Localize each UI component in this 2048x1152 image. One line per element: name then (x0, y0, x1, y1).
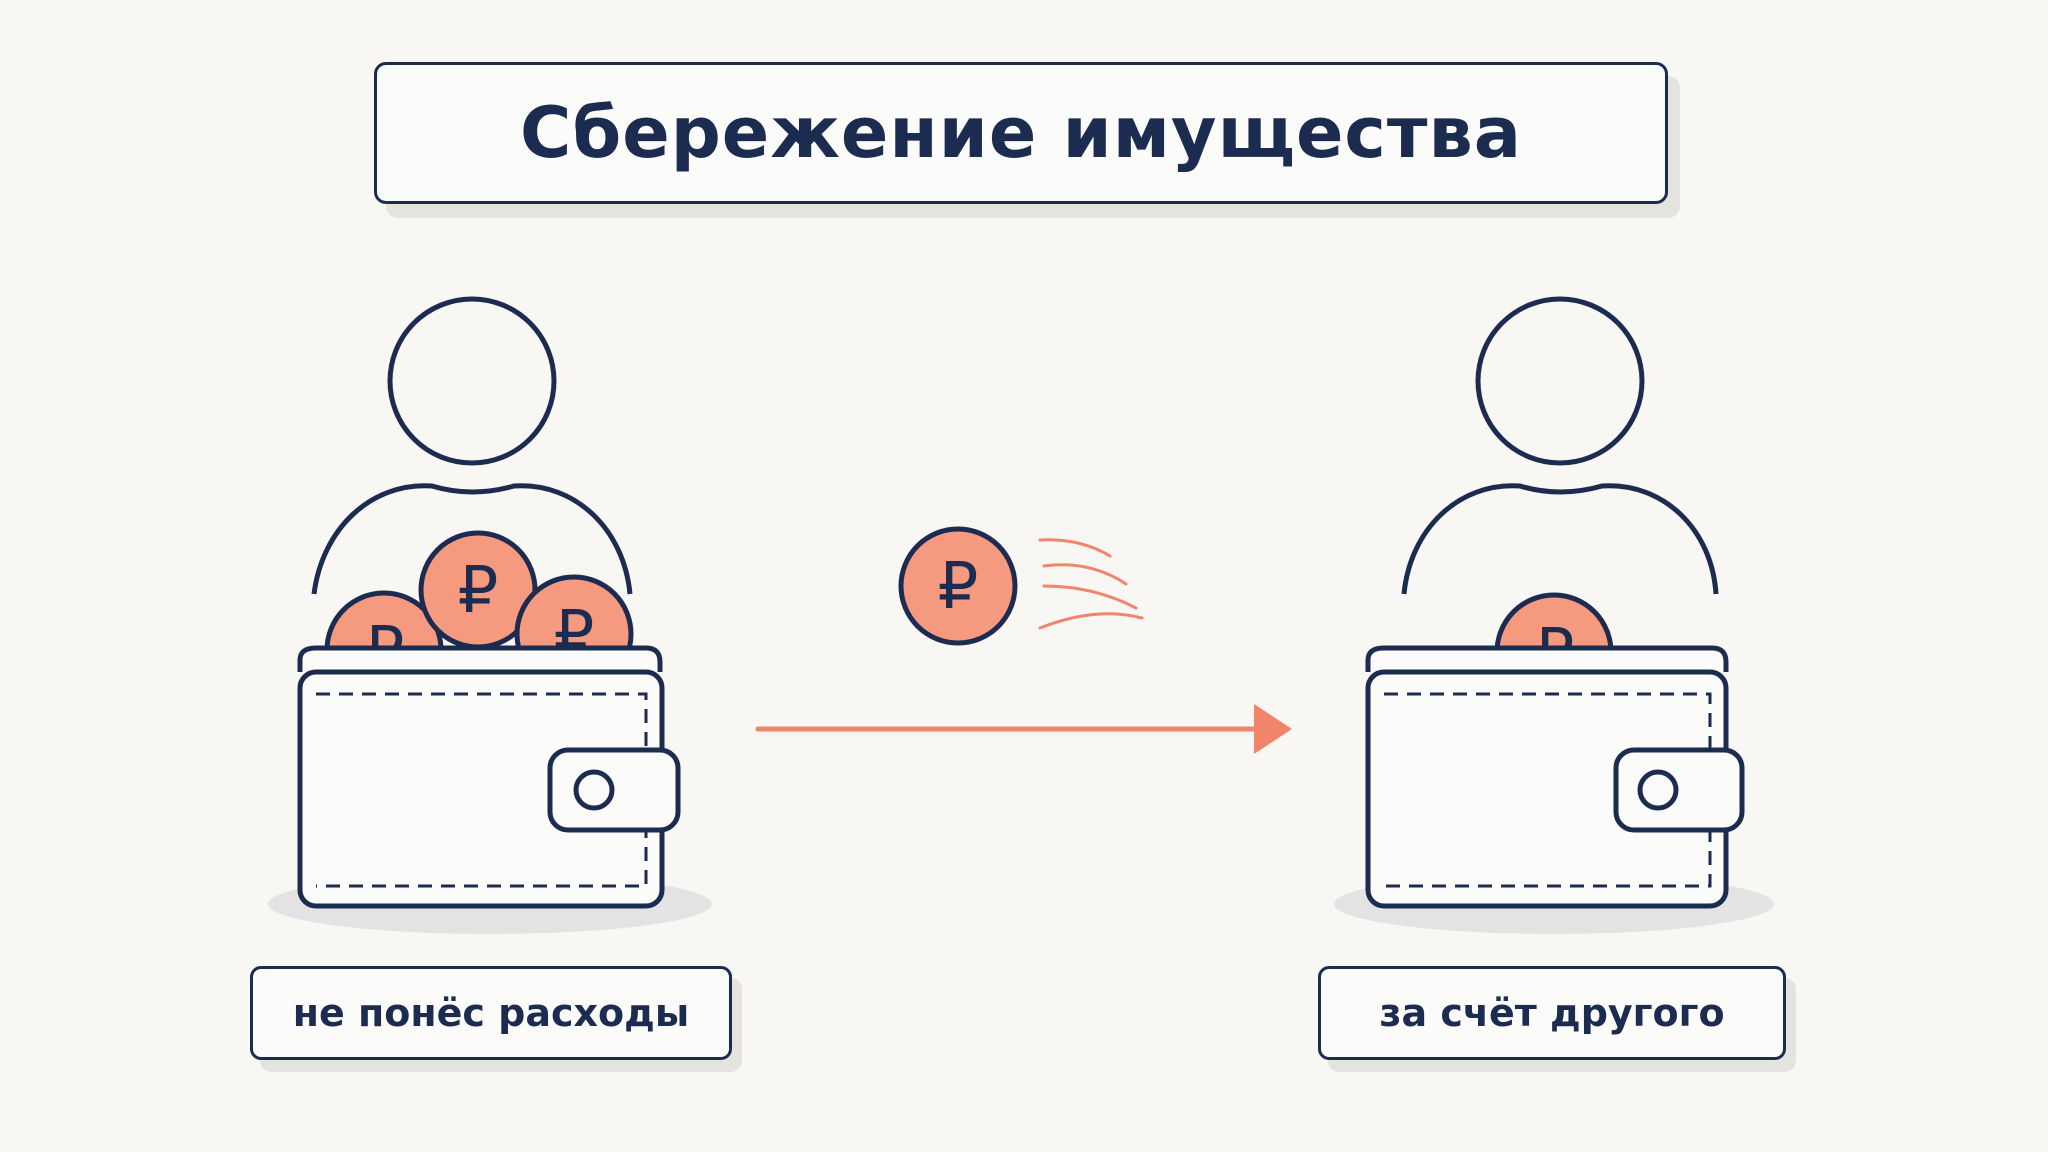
label-right: за счёт другого (1379, 991, 1725, 1035)
label-left: не понёс расходы (292, 991, 690, 1035)
ruble-coin-icon: ₽ (898, 526, 1018, 646)
motion-lines (1038, 538, 1144, 630)
right-group: ₽ (1334, 296, 1774, 934)
left-coin-2-symbol: ₽ (458, 554, 499, 628)
flying-coin-symbol: ₽ (938, 550, 979, 624)
label-right-box: за счёт другого (1318, 966, 1786, 1060)
right-wallet-icon (1365, 645, 1745, 909)
left-group: ₽ ₽ ₽ (268, 296, 712, 934)
left-person-icon (311, 296, 633, 595)
flying-coin-group: ₽ (898, 526, 1144, 646)
arrow-right-icon (755, 704, 1292, 754)
title-box: Сбережение имущества (374, 62, 1668, 204)
title: Сбережение имущества (519, 92, 1523, 174)
label-left-box: не понёс расходы (250, 966, 732, 1060)
right-person-icon (1401, 296, 1719, 595)
left-wallet-icon (297, 645, 681, 909)
